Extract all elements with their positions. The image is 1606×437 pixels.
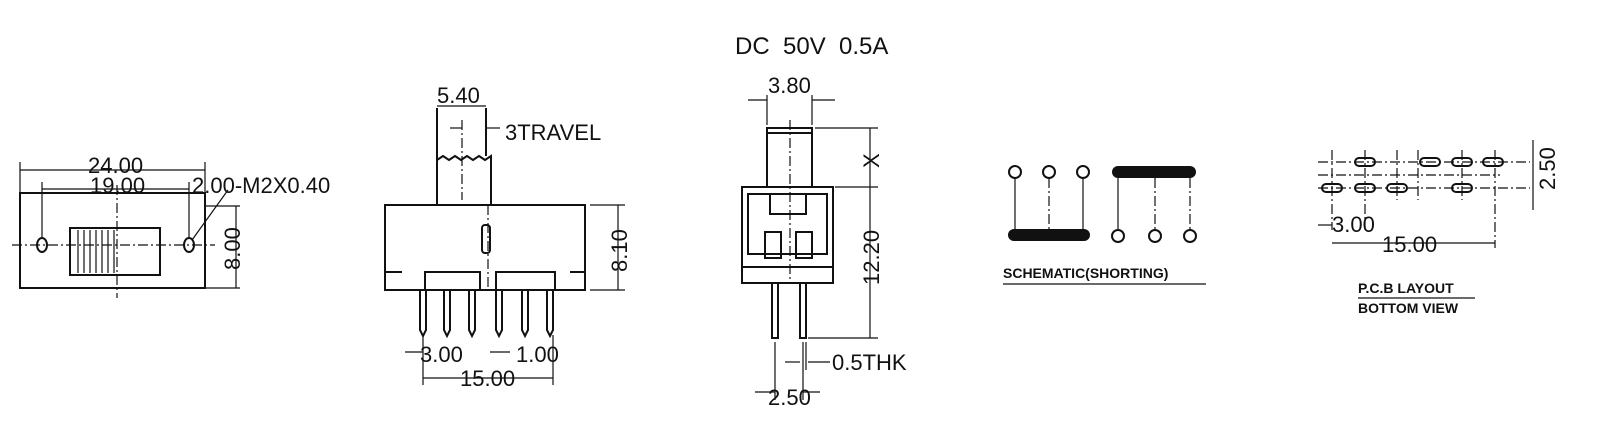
dim-pin-span: 15.00 [460, 366, 515, 391]
dim-body-height: 8.10 [607, 229, 632, 272]
pcb-layout: 2.50 3.00 15.00 P.C.B LAYOUT BOTTOM VIEW [1318, 140, 1560, 316]
dim-actuator-height: X [859, 153, 884, 168]
pcb-dim-span: 15.00 [1382, 232, 1437, 257]
dim-travel: 3TRAVEL [505, 120, 601, 145]
pcb-label-line1: P.C.B LAYOUT [1358, 280, 1454, 296]
top-view: 24.00 19.00 2.00-M2X0.40 8.00 [12, 153, 330, 298]
dim-hole-callout: 2.00-M2X0.40 [192, 173, 330, 198]
dim-height: 8.00 [220, 227, 245, 270]
knob-ridges [77, 230, 115, 273]
pcb-dim-pad-pitch: 3.00 [1332, 212, 1375, 237]
shorting-bar-bottom [1008, 229, 1090, 241]
slider-knob [69, 227, 161, 276]
dim-end-body-height: 12.20 [859, 230, 884, 285]
side-view-body [384, 204, 586, 291]
pcb-dim-row-pitch: 2.50 [1535, 147, 1560, 190]
dim-pin-pitch: 3.00 [420, 342, 463, 367]
end-pin-left [771, 282, 779, 339]
top-view-body [19, 192, 206, 289]
end-pin-right [799, 282, 807, 339]
dim-hole-pitch: 19.00 [90, 173, 145, 198]
actuator-shaft [436, 154, 492, 205]
dim-row-pitch: 2.50 [768, 385, 811, 410]
dim-pin-thickness: 0.5THK [832, 350, 907, 375]
side-view: 5.40 3TRAVEL 8.10 3.00 1.00 15.00 [384, 83, 632, 391]
dim-end-actuator-width: 3.80 [768, 73, 811, 98]
shorting-bar-top [1112, 166, 1196, 178]
pcb-label-line2: BOTTOM VIEW [1358, 300, 1459, 316]
dim-pin-width: 1.00 [516, 342, 559, 367]
dim-overall-length: 24.00 [88, 153, 143, 178]
schematic: SCHEMATIC(SHORTING) [1003, 165, 1206, 285]
slot [481, 224, 491, 254]
dim-actuator-width: 5.40 [437, 83, 480, 108]
rating-title: DC 50V 0.5A [735, 33, 888, 60]
pins [419, 290, 554, 339]
end-view: 3.80 X 12.20 0.5THK 2.50 [741, 73, 907, 410]
schematic-label: SCHEMATIC(SHORTING) [1003, 265, 1168, 281]
